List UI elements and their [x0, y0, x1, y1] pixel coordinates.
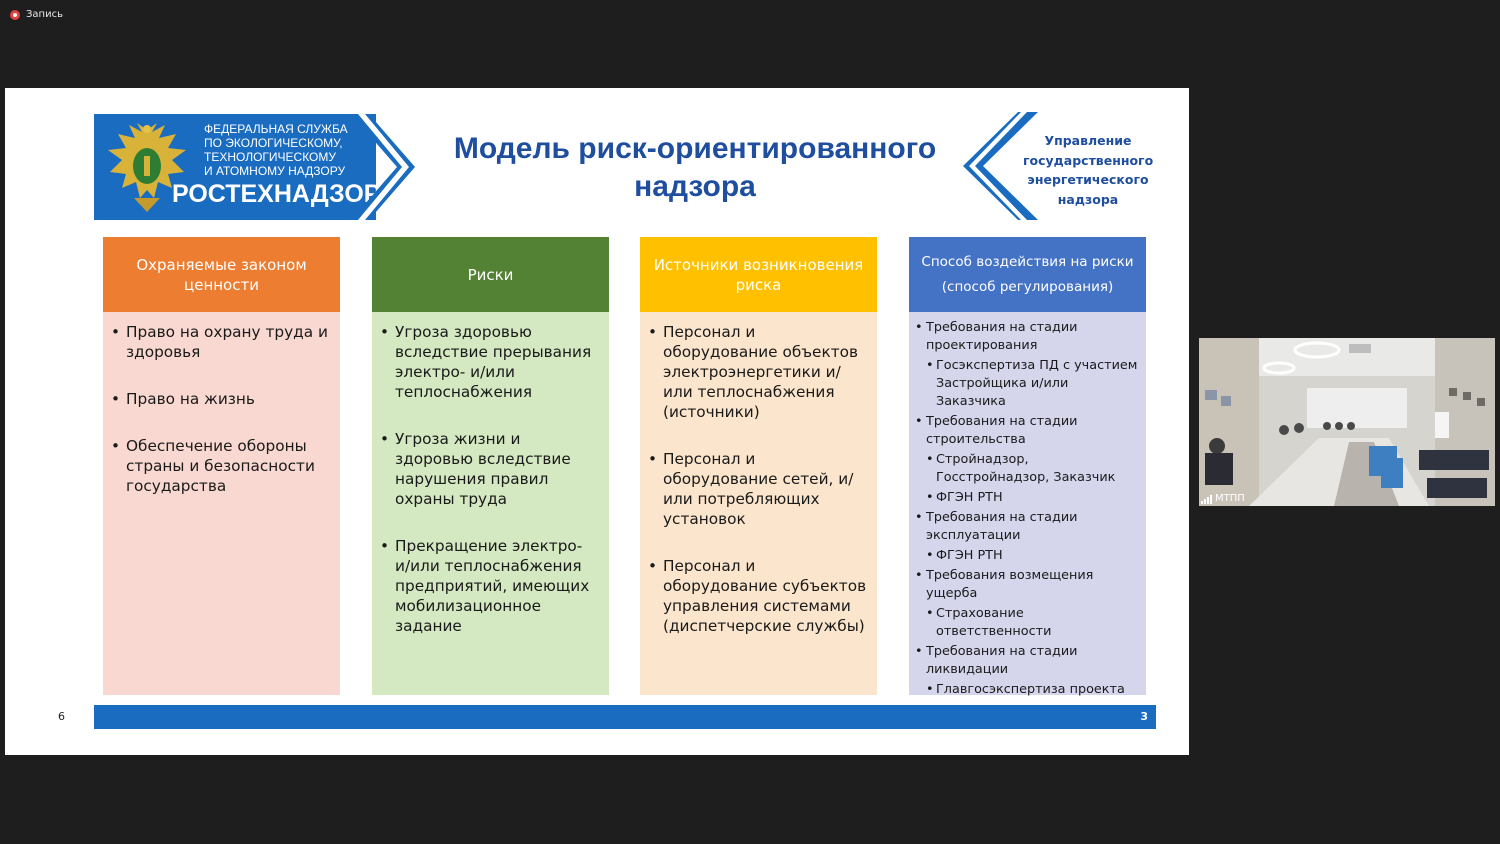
column-header: Риски: [372, 237, 609, 312]
list-item: Обеспечение обороны страны и безопасност…: [111, 436, 330, 496]
column-body: Персонал и оборудование объектов электро…: [640, 312, 877, 695]
list-item: Угроза жизни и здоровью вследствие наруш…: [380, 429, 599, 509]
column-header: Охраняемые законом ценности: [103, 237, 340, 312]
list-item: Требования возмещения ущерба: [915, 567, 1140, 603]
shared-slide: ФЕДЕРАЛЬНАЯ СЛУЖБА ПО ЭКОЛОГИЧЕСКОМУ, ТЕ…: [5, 88, 1189, 755]
sub-list-item: Главгосэкспертиза проекта: [915, 681, 1140, 699]
page-number-right: 3: [1140, 710, 1148, 723]
conference-room-video: [1199, 338, 1495, 506]
column-body: Право на охрану труда и здоровья Право н…: [103, 312, 340, 695]
department-name: Управление государственного энергетическ…: [1023, 133, 1154, 207]
column-risk-sources: Источники возникновения риска Персонал и…: [640, 237, 877, 695]
signal-icon: [1201, 495, 1212, 504]
list-item: Требования на стадии строительства: [915, 413, 1140, 449]
list-item: Требования на стадии эксплуатации: [915, 509, 1140, 545]
column-risk-regulation: Способ воздействия на риски (способ регу…: [909, 237, 1146, 699]
logo-name: РОСТЕХНАДЗОР: [172, 180, 381, 208]
logo-chevron-icon: [351, 114, 415, 220]
sub-list-item: Страхование ответственности: [915, 605, 1140, 641]
column-body: Угроза здоровью вследствие прерывания эл…: [372, 312, 609, 695]
list-item: Угроза здоровью вследствие прерывания эл…: [380, 322, 599, 402]
department-chevron-icon: [963, 112, 1038, 220]
list-item: Прекращение электро- и/или теплоснабжени…: [380, 536, 599, 636]
participant-video-tile[interactable]: МТПП: [1199, 338, 1495, 506]
column-risks: Риски Угроза здоровью вследствие прерыва…: [372, 237, 609, 695]
agency-name: ФЕДЕРАЛЬНАЯ СЛУЖБА ПО ЭКОЛОГИЧЕСКОМУ, ТЕ…: [204, 122, 348, 178]
list-item: Право на охрану труда и здоровья: [111, 322, 330, 362]
sub-list-item: Стройнадзор, Госстройнадзор, Заказчик: [915, 451, 1140, 487]
sub-list-item: ФГЭН РТН: [915, 489, 1140, 507]
column-body: Требования на стадии проектирования Госэ…: [909, 312, 1146, 699]
list-item: Персонал и оборудование объектов электро…: [648, 322, 867, 422]
list-item: Персонал и оборудование субъектов управл…: [648, 556, 867, 636]
sub-list-item: Госэкспертиза ПД с участием Застройщика …: [915, 357, 1140, 411]
footer-bar: 3: [94, 705, 1156, 729]
recording-label: Запись: [26, 9, 63, 20]
list-item: Персонал и оборудование сетей, и/или пот…: [648, 449, 867, 529]
list-item: Требования на стадии ликвидации: [915, 643, 1140, 679]
sub-list-item: ФГЭН РТН: [915, 547, 1140, 565]
record-icon: [10, 9, 20, 20]
participant-label: МТПП: [1201, 493, 1245, 504]
column-header: Источники возникновения риска: [640, 237, 877, 312]
list-item: Требования на стадии проектирования: [915, 319, 1140, 355]
list-item: Право на жизнь: [111, 389, 330, 409]
rostekhnadzor-logo: ФЕДЕРАЛЬНАЯ СЛУЖБА ПО ЭКОЛОГИЧЕСКОМУ, ТЕ…: [94, 114, 380, 220]
column-header: Способ воздействия на риски (способ регу…: [909, 237, 1146, 312]
column-protected-values: Охраняемые законом ценности Право на охр…: [103, 237, 340, 695]
recording-indicator: Запись: [10, 9, 63, 20]
page-number-left: 6: [58, 710, 65, 723]
eagle-emblem-icon: [108, 123, 186, 212]
slide-title: Модель риск-ориентированного надзора: [453, 132, 937, 203]
